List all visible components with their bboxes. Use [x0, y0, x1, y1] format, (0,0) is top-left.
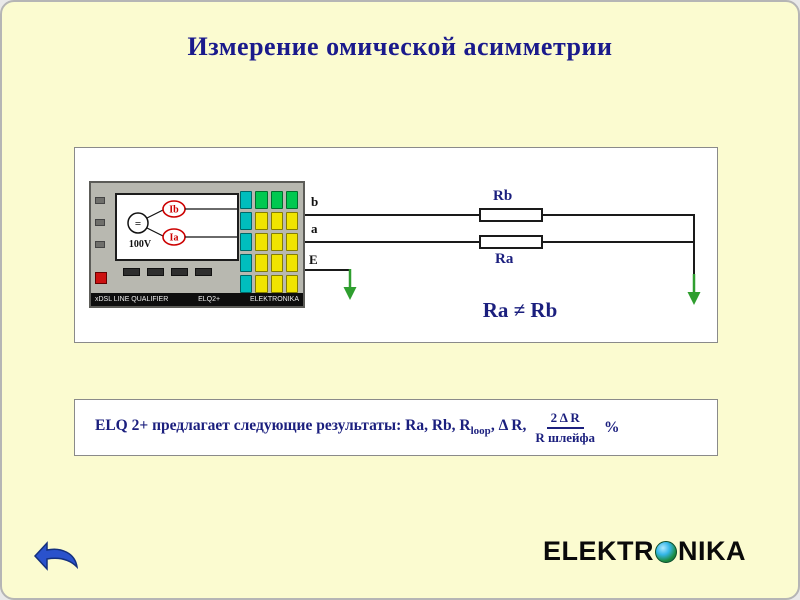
voltage-label: 100V: [129, 239, 152, 250]
diagram-panel: = 100V Ib Ia: [74, 147, 718, 343]
elq-device: = 100V Ib Ia: [89, 181, 305, 308]
globe-icon: [655, 540, 677, 563]
keypad-key: [285, 233, 298, 251]
device-side-button: [95, 241, 105, 248]
device-brand-label: ELEKTRONIKA: [249, 296, 299, 303]
keypad-key: [255, 233, 268, 251]
device-function-key: [147, 268, 164, 276]
elektronika-logo: ELEKTR NIKA: [543, 536, 746, 567]
device-side-button: [95, 219, 105, 226]
back-arrow-icon: [33, 541, 79, 571]
results-subscript: loop: [470, 425, 491, 438]
ground-icon: [687, 274, 701, 305]
keypad-key: [270, 275, 283, 293]
earth-wire: [305, 269, 350, 271]
keypad-key: [255, 254, 268, 272]
results-panel: ELQ 2+ предлагает следующие результаты: …: [74, 399, 718, 456]
current-b-label: Ib: [169, 205, 179, 216]
device-function-key: [171, 268, 188, 276]
resistor-a-label: Ra: [495, 251, 514, 267]
device-keypad: [240, 191, 298, 293]
inequality-label: Ra ≠ Rb: [482, 298, 558, 322]
keypad-key: [285, 191, 298, 209]
keypad-key: [240, 191, 253, 209]
results-text: ELQ 2+ предлагает следующие результаты: …: [95, 417, 527, 438]
device-label-strip: xDSL LINE QUALIFIER ELQ2+ ELEKTRONIKA: [91, 293, 303, 306]
keypad-key: [285, 275, 298, 293]
logo-text-prefix: ELEKTR: [543, 536, 654, 566]
fraction: 2 Δ R R шлейфа: [535, 410, 595, 445]
resistor-b-label: Rb: [493, 188, 513, 204]
page-title: Измерение омической асимметрии: [187, 32, 613, 61]
wire-b-label: b: [311, 194, 319, 209]
device-function-key: [195, 268, 212, 276]
device-function-key: [123, 268, 140, 276]
device-screen: = 100V Ib Ia: [115, 193, 239, 261]
resistor-b: [479, 208, 543, 222]
keypad-key: [270, 254, 283, 272]
source-symbol: =: [135, 218, 141, 230]
device-function-keys: [123, 268, 212, 276]
keypad-key: [240, 254, 253, 272]
ground-icon: [343, 269, 357, 300]
device-side-button: [95, 197, 105, 204]
keypad-key: [255, 191, 268, 209]
wire-a-label: a: [311, 221, 318, 236]
fraction-denominator: R шлейфа: [535, 429, 596, 445]
fraction-numerator: 2 Δ R: [546, 410, 584, 429]
keypad-key: [240, 275, 253, 293]
logo-text-suffix: NIKA: [678, 536, 746, 566]
device-power-button: [95, 272, 107, 284]
resistor-a: [479, 235, 543, 249]
percent-label: %: [604, 418, 620, 436]
keypad-key: [285, 212, 298, 230]
device-type-label: xDSL LINE QUALIFIER: [95, 296, 169, 303]
back-button[interactable]: [30, 539, 82, 573]
earth-label: E: [309, 252, 318, 267]
device-model-label: ELQ2+: [198, 296, 221, 303]
current-a-label: Ia: [170, 233, 179, 244]
keypad-key: [270, 191, 283, 209]
keypad-key: [285, 254, 298, 272]
keypad-key: [240, 233, 253, 251]
screen-schematic: = 100V Ib Ia: [127, 200, 237, 250]
keypad-key: [270, 212, 283, 230]
keypad-key: [270, 233, 283, 251]
keypad-key: [240, 212, 253, 230]
keypad-key: [255, 212, 268, 230]
keypad-key: [255, 275, 268, 293]
wire-return: [693, 214, 695, 276]
